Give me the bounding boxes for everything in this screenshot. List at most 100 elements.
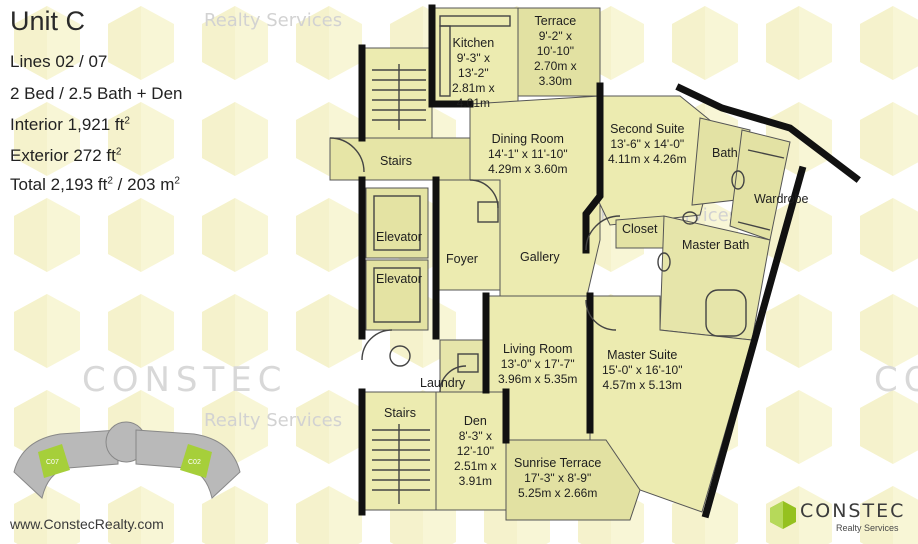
room-elevator-2: Elevator [376, 272, 422, 287]
interior-value: 1,921 ft [67, 115, 125, 134]
master-sink [682, 211, 698, 225]
key-plan-unit-c07 [38, 444, 70, 478]
bath-name: Bath [712, 146, 738, 160]
wall-northeast [675, 83, 861, 183]
exterior-value: 272 ft [73, 146, 116, 165]
watermark-constec-left: CONSTEC [82, 360, 288, 400]
sunrise-terrace-area [505, 439, 641, 521]
elevator-2-area [365, 259, 429, 331]
stairs-bottom-name: Stairs [384, 406, 416, 420]
den-dim-2: 12'-10" [456, 444, 494, 458]
room-stairs-bottom: Stairs [384, 406, 416, 421]
room-sunrise-terrace: Sunrise Terrace 17'-3" x 8'-9" 5.25m x 2… [514, 456, 601, 501]
laundry-name: Laundry [420, 376, 466, 390]
room-master-bath: Master Bath [682, 238, 749, 253]
wardrobe-name: Wardrobe [754, 192, 809, 206]
unit-interior: Interior 1,921 ft2 [10, 115, 130, 135]
key-plan-unit-c02 [180, 444, 212, 478]
total-superscript-m: 2 [174, 175, 180, 187]
room-dining: Dining Room 14'-1" x 11'-10" 4.29m x 3.6… [488, 132, 568, 177]
living-dim-1: 13'-0" x 17'-7" [500, 357, 575, 371]
kitchen-dim-4: 4.01m [456, 96, 491, 110]
terrace-dim-1: 9'-2" x [538, 29, 572, 43]
exterior-superscript: 2 [115, 146, 122, 158]
elevator-1-area [365, 187, 429, 259]
foyer-column [477, 201, 499, 223]
door-arc-stairs [329, 137, 365, 173]
constec-logo: CONSTEC Realty Services [768, 496, 908, 536]
room-gallery: Gallery [520, 250, 560, 265]
kitchen-dim-1: 9'-3" x [456, 51, 490, 65]
master-suite-dim-1: 15'-0" x 16'-10" [602, 363, 683, 377]
room-stairs-top: Stairs [380, 154, 412, 169]
unit-bed-bath: 2 Bed / 2.5 Bath + Den [10, 84, 183, 103]
living-name: Living Room [502, 342, 573, 356]
key-plan-label-c02: C02 [188, 459, 201, 466]
master-suite-dim-2: 4.57m x 5.13m [602, 378, 682, 392]
sunrise-terrace-name: Sunrise Terrace [514, 456, 602, 470]
total-value-sqft: 2,193 ft [50, 175, 108, 194]
watermark-realty-services-left: Realty Services [204, 410, 343, 431]
terrace-name: Terrace [534, 14, 577, 28]
wall-kitchen-west [428, 4, 474, 108]
den-dim-4: 3.91m [458, 474, 493, 488]
door-arc-suite [585, 215, 621, 251]
door-arc-laundry [439, 365, 467, 393]
terrace-dim-3: 2.70m x [534, 59, 577, 73]
lines-value: 02 / 07 [55, 52, 108, 71]
stairs-top-name: Stairs [380, 154, 412, 168]
elevator-1-name: Elevator [376, 230, 422, 244]
room-foyer: Foyer [446, 252, 478, 267]
total-value-sqm: / 203 m [117, 175, 175, 194]
door-arc-master [585, 299, 617, 331]
room-living: Living Room 13'-0" x 17'-7" 3.96m x 5.35… [498, 342, 577, 387]
elevator-2-cab [373, 267, 421, 323]
second-suite-dim-2: 4.11m x 4.26m [608, 152, 687, 166]
sunrise-terrace-dim-2: 5.25m x 2.66m [517, 486, 598, 500]
laundry-machine [457, 353, 479, 373]
gallery-name: Gallery [520, 250, 560, 264]
unit-total: Total 2,193 ft2 / 203 m2 [10, 175, 180, 195]
kitchen-dim-2: 13'-2" [458, 66, 489, 80]
elevator-1-cab [373, 195, 421, 251]
dining-dim-1: 14'-1" x 11'-10" [488, 147, 568, 161]
foyer-area [437, 179, 501, 291]
room-den: Den 8'-3" x 12'-10" 2.51m x 3.91m [454, 414, 497, 489]
total-superscript-ft: 2 [107, 175, 113, 187]
website-link[interactable]: www.ConstecRealty.com [10, 516, 164, 532]
lobby-column [389, 345, 411, 367]
dining-name: Dining Room [491, 132, 564, 146]
dining-dim-2: 4.29m x 3.60m [488, 162, 568, 176]
second-suite-dim-1: 13'-6" x 14'-0" [610, 137, 685, 151]
second-suite-name: Second Suite [610, 122, 685, 136]
room-master-suite: Master Suite 15'-0" x 16'-10" 4.57m x 5.… [602, 348, 682, 393]
stairs-bottom-treads [372, 424, 430, 504]
den-dim-1: 8'-3" x [458, 429, 492, 443]
unit-lines: Lines 02 / 07 [10, 52, 107, 72]
stairs-top-treads [372, 64, 426, 130]
lines-label: Lines [10, 52, 51, 71]
room-laundry: Laundry [420, 376, 465, 391]
wall-dining-east [582, 82, 604, 254]
exterior-label: Exterior [10, 146, 69, 165]
room-bath: Bath [712, 146, 738, 161]
unit-title: Unit C [10, 6, 86, 36]
master-bath-name: Master Bath [682, 238, 750, 252]
room-second-suite: Second Suite 13'-6" x 14'-0" 4.11m x 4.2… [608, 122, 686, 167]
interior-superscript: 2 [124, 115, 130, 127]
elevator-2-name: Elevator [376, 272, 422, 286]
room-terrace: Terrace 9'-2" x 10'-10" 2.70m x 3.30m [534, 14, 577, 89]
stairs-top-area [361, 47, 433, 139]
key-plan-label-c07: C07 [46, 459, 59, 466]
total-label: Total [10, 175, 46, 194]
room-wardrobe: Wardrobe [754, 192, 808, 207]
living-dim-2: 3.96m x 5.35m [498, 372, 578, 386]
logo-subtitle: Realty Services [836, 523, 899, 533]
den-dim-3: 2.51m x [454, 459, 497, 473]
kitchen-name: Kitchen [452, 36, 495, 50]
closet-name: Closet [622, 222, 658, 236]
terrace-dim-2: 10'-10" [536, 44, 574, 58]
kitchen-counter-top [439, 15, 511, 27]
